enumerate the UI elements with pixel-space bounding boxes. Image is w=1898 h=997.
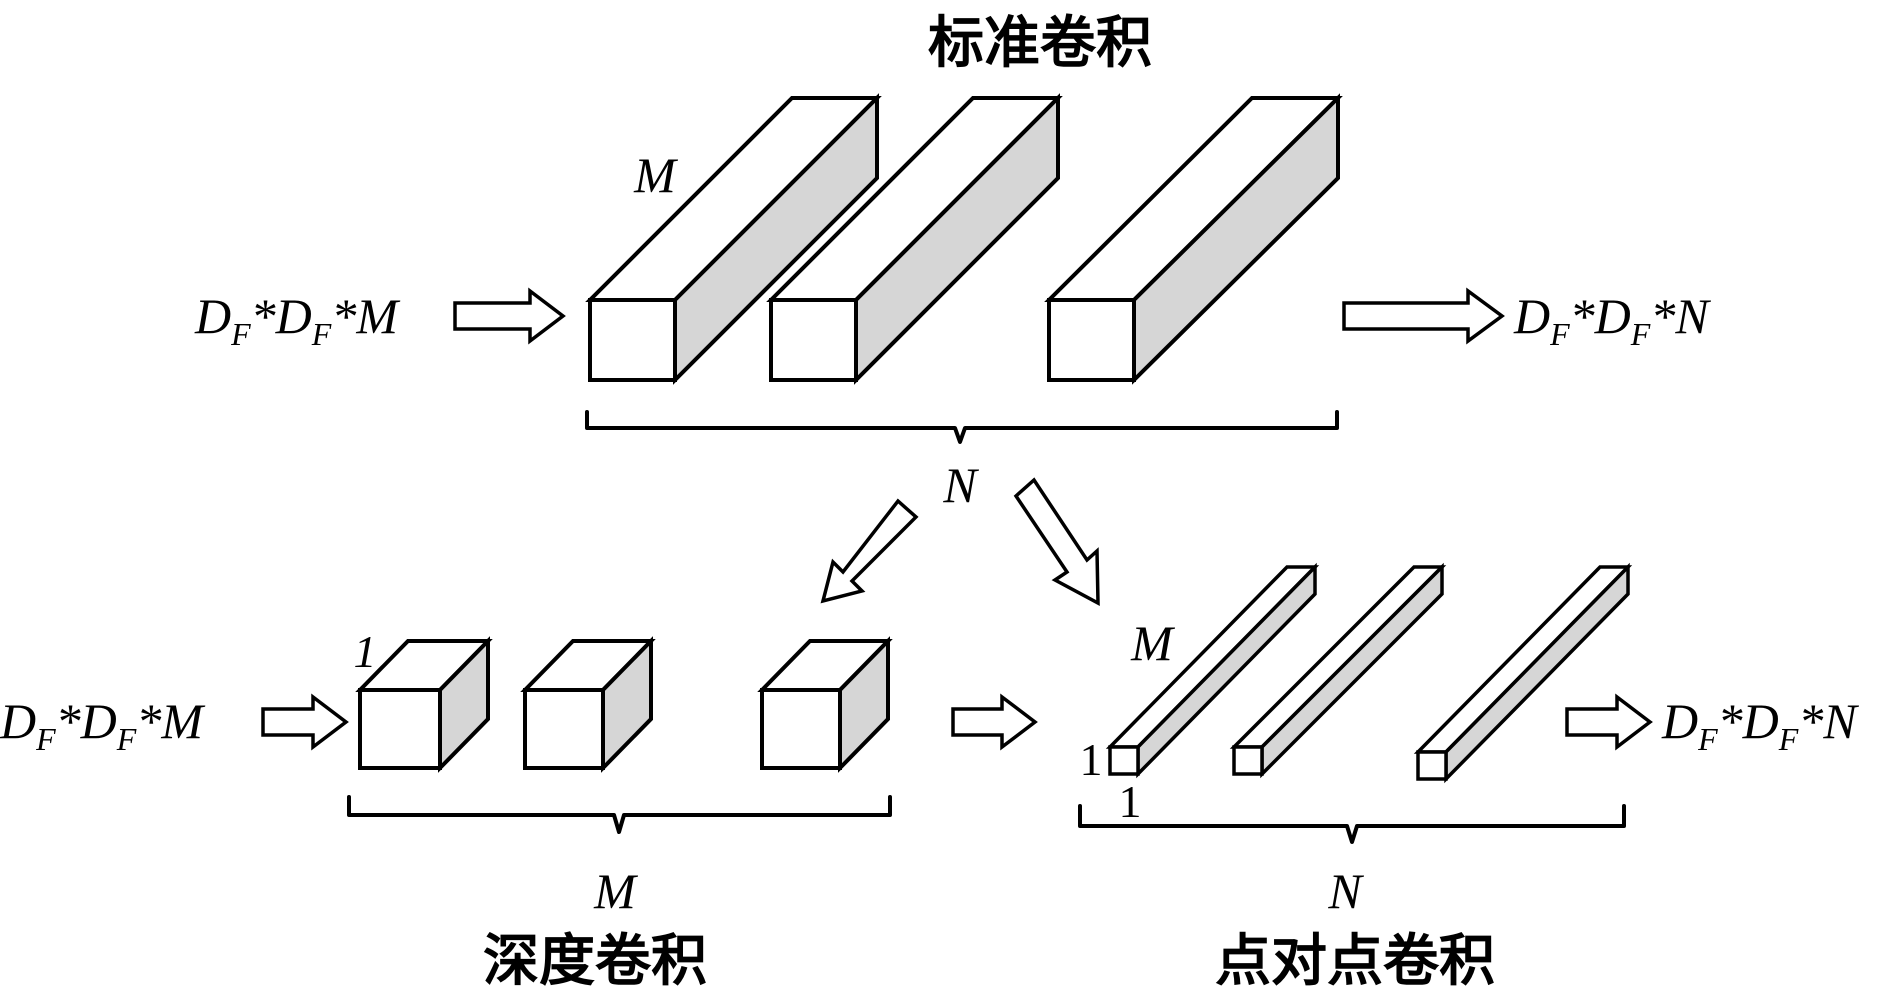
depthwise-count-brace [347, 795, 892, 834]
standard-depth-label: M [633, 147, 678, 203]
title-standard-convolution: 标准卷积 [928, 10, 1152, 76]
standard-count-brace [585, 410, 1339, 444]
standard-input-label: DF*DF*M [194, 288, 400, 352]
pointwise-depth-label: M [1130, 615, 1175, 671]
standard-kernel-3 [1044, 93, 1343, 385]
standard-output-arrow [1342, 287, 1505, 345]
depthwise-input-label: DF*DF*M [0, 693, 205, 757]
depthwise-size-label: 1 [354, 626, 377, 677]
split-arrow-pointwise [1013, 477, 1100, 606]
pointwise-kernel-2 [1229, 562, 1447, 779]
depthwise-kernel-1 [355, 636, 493, 773]
title-pointwise-convolution: 点对点卷积 [1215, 928, 1495, 994]
depthwise-to-pointwise-arrow [951, 693, 1038, 751]
pointwise-count-brace [1078, 804, 1626, 844]
pointwise-count-label: N [1327, 863, 1364, 919]
pointwise-kernel-3 [1413, 562, 1633, 784]
depthwise-kernel-3 [757, 636, 893, 773]
pointwise-height-label: 1 [1080, 734, 1103, 785]
depthwise-input-arrow [261, 693, 349, 751]
standard-count-label: N [942, 457, 979, 513]
standard-input-arrow [453, 287, 566, 345]
standard-kernel-1 [585, 93, 882, 385]
split-arrow-depthwise [820, 498, 919, 604]
depthwise-kernel-2 [520, 636, 656, 773]
depthwise-count-label: M [593, 863, 638, 919]
standard-kernel-2 [766, 93, 1063, 385]
title-depthwise-convolution: 深度卷积 [483, 928, 707, 994]
pointwise-kernel-1 [1105, 562, 1320, 779]
pointwise-output-arrow [1565, 693, 1653, 751]
standard-output-label: DF*DF*N [1513, 288, 1711, 352]
pointwise-output-label: DF*DF*N [1661, 693, 1859, 757]
pointwise-width-label: 1 [1119, 776, 1142, 827]
